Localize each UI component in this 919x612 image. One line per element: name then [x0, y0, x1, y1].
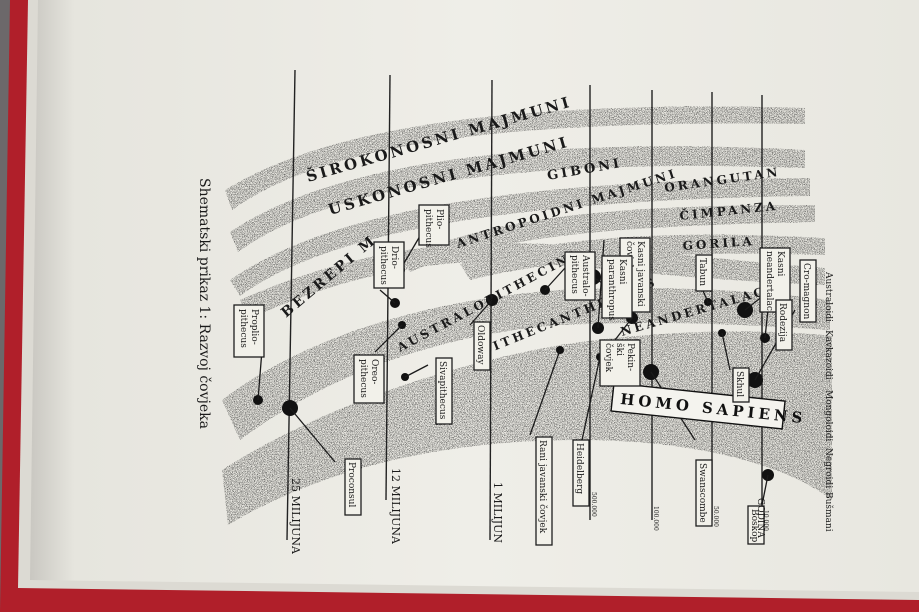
time-100k: 100.000 [652, 506, 659, 531]
time-12m: 12 MILIJUNA [389, 468, 402, 545]
box-propliopithecus: Proplio- pithecus [234, 305, 264, 357]
box-pliopithecus: Plio- pithecus [419, 205, 449, 248]
text-australopithecus-1: Australo- [580, 254, 590, 297]
text-kasni-paranthropus-1: Kasni [617, 259, 627, 285]
race-kavkazoidi: Kavkazoidi [823, 330, 833, 380]
box-kasni-paranthropus: Kasni paranthropus [602, 256, 632, 321]
box-pekinski: Pekin- ški čovjek [600, 340, 640, 386]
text-swanscombe: Swanscombe [697, 463, 707, 523]
box-cro-magnon: Cro-magnon [800, 260, 816, 322]
race-negroidi: Negroidi [823, 448, 833, 488]
text-proconsul: Proconsul [346, 462, 356, 507]
race-busmani: Bušmani [823, 492, 834, 532]
box-tabun: Tabun [696, 255, 712, 291]
box-rodezija: Rodezija [776, 300, 792, 350]
text-pliopithecus-1: Plio- [434, 209, 444, 229]
text-skhul: Skhul [734, 371, 744, 397]
text-sivapithecus: Sivapithecus [437, 361, 447, 420]
text-propliopithecus-1: Proplio- [249, 309, 259, 345]
text-kasni-neandertalac-1: Kasni [775, 251, 785, 277]
text-rani-javanski: Rani javanski čovjek [537, 440, 548, 534]
race-australoidi: Australoidi [823, 271, 833, 322]
race-mongoloidi: Mongoloidi [823, 390, 833, 442]
text-pekinski-2: ški [614, 343, 625, 356]
box-sivapithecus: Sivapithecus [436, 358, 452, 424]
box-oldoway: Oldoway [474, 322, 490, 370]
text-kasni-paranthropus-2: paranthropus [606, 259, 616, 321]
time-godina: GODINA [755, 498, 765, 538]
box-proconsul: Proconsul [345, 459, 361, 515]
text-driopithecus-2: pithecus [378, 246, 388, 285]
box-australopithecus: Australo- pithecus [565, 252, 595, 300]
text-driopithecus-1: Drio- [389, 246, 399, 269]
text-pekinski-1: Pekin- [625, 343, 635, 371]
time-1m: 1 MILIJUN [491, 482, 504, 543]
time-25m: 25 MILIJUNA [289, 478, 302, 555]
text-kasni-javanski-1: Kasni javanski [635, 241, 645, 307]
figure-caption: Shematski prikaz 1: Razvoj čovjeka [196, 178, 212, 429]
race-labels: Australoidi Kavkazoidi Mongoloidi Negroi… [823, 271, 834, 532]
time-50k: 50.000 [712, 506, 719, 527]
text-propliopithecus-2: pithecus [238, 309, 248, 348]
text-pekinski-3: čovjek [603, 343, 614, 373]
box-swanscombe: Swanscombe [696, 460, 712, 526]
box-driopithecus: Drio- pithecus [374, 242, 404, 288]
text-kasni-neandertalac-2: neandertalac [764, 251, 774, 311]
text-cro-magnon: Cro-magnon [801, 263, 811, 320]
box-skhul: Skhul [733, 368, 749, 402]
text-oreopithecus-1: Oreo- [369, 359, 379, 384]
text-pliopithecus-2: pithecus [423, 209, 433, 248]
text-oldoway: Oldoway [475, 325, 485, 366]
time-500k: 500.000 [590, 492, 597, 517]
text-heidelberg: Heidelberg [574, 443, 584, 494]
text-rodezija: Rodezija [777, 303, 787, 343]
text-tabun: Tabun [697, 258, 707, 286]
text-australopithecus-2: pithecus [569, 255, 579, 294]
text-oreopithecus-2: pithecus [358, 359, 368, 398]
box-oreopithecus: Oreo- pithecus [354, 355, 384, 403]
box-rani-javanski: Rani javanski čovjek [536, 437, 552, 545]
box-heidelberg: Heidelberg [573, 440, 589, 506]
